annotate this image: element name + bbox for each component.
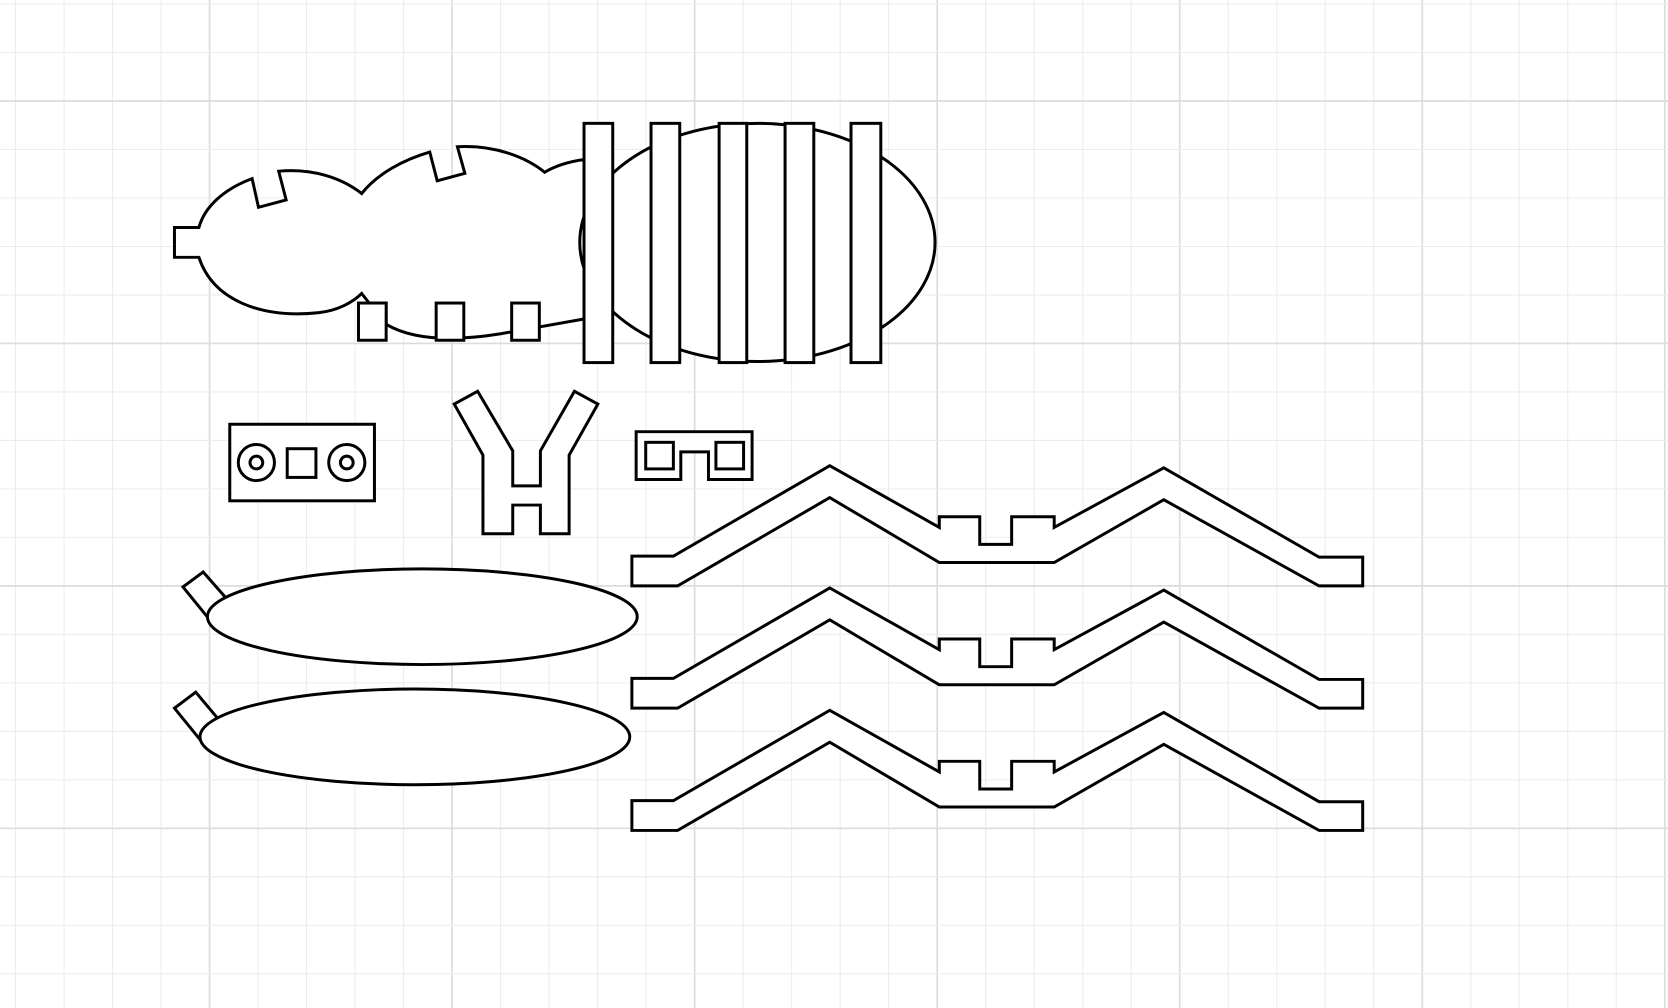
- hole-inner: [338, 454, 355, 471]
- square-hole: [714, 440, 746, 471]
- wing-outline: [205, 567, 639, 667]
- bottom-tab: [510, 301, 541, 342]
- zigzag-leg[interactable]: [630, 708, 1365, 832]
- zigzag-leg[interactable]: [630, 586, 1365, 710]
- zigzag-leg[interactable]: [630, 464, 1365, 588]
- body-piece[interactable]: [172, 121, 937, 365]
- abdomen-bar: [582, 121, 615, 365]
- body-head-outline: [172, 145, 586, 340]
- plate-with-holes[interactable]: [228, 422, 376, 503]
- square-hole: [285, 447, 318, 479]
- wing-outline: [198, 687, 632, 787]
- square-hole: [644, 440, 675, 471]
- abdomen-bar: [849, 121, 883, 365]
- small-slotted-piece[interactable]: [634, 430, 754, 482]
- abdomen-bar: [783, 121, 816, 365]
- abdomen-bar: [717, 121, 749, 365]
- abdomen-bar: [649, 121, 682, 365]
- y-shaped-piece[interactable]: [452, 389, 600, 536]
- wing-piece[interactable]: [180, 567, 639, 667]
- hole-inner: [248, 454, 265, 471]
- wing-piece[interactable]: [172, 687, 632, 787]
- bottom-tab: [434, 301, 466, 342]
- bottom-tab: [357, 301, 388, 342]
